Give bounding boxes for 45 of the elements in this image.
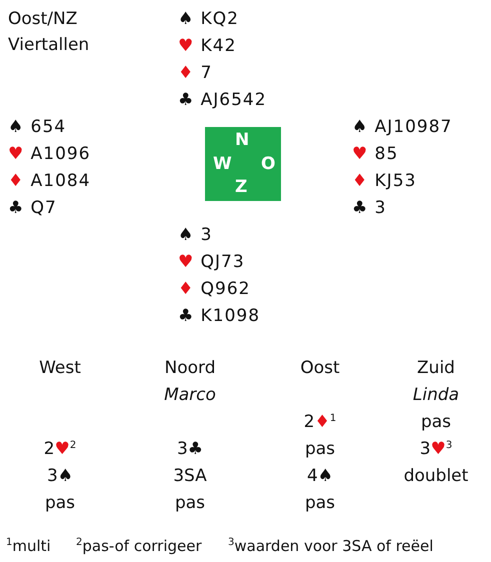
card-holding: ♦ A1084 (8, 170, 91, 192)
bid: 3♠ (46, 465, 74, 487)
bid: 2♦$^{1}$ (304, 411, 336, 433)
card-holding: ♠ 3 (178, 224, 212, 246)
compass-letter: O (261, 154, 276, 174)
compass-letter: N (235, 130, 250, 150)
card-holding: ♣ AJ6542 (178, 89, 267, 111)
card-holding: ♠ AJ10987 (352, 116, 452, 138)
heading-text: Viertallen (8, 34, 90, 56)
player-name: Linda (412, 384, 460, 406)
card-holding: ♥ QJ73 (178, 251, 245, 273)
bid: pas (174, 492, 206, 514)
bid: 2♥$^{2}$ (44, 438, 76, 460)
bid: pas (420, 411, 452, 433)
bid: doublet (404, 465, 468, 487)
footnote: $^{1}$multi (6, 536, 51, 557)
card-holding: ♦ 7 (178, 62, 212, 84)
column-header: Noord (164, 357, 216, 379)
card-holding: ♥ A1096 (8, 143, 91, 165)
card-holding: ♠ 654 (8, 116, 66, 138)
player-name: Marco (164, 384, 216, 406)
card-holding: ♥ K42 (178, 35, 236, 57)
card-holding: ♦ Q962 (178, 278, 250, 300)
bid: 3♥$^{3}$ (420, 438, 452, 460)
column-header: Oost (300, 357, 340, 379)
card-holding: ♣ 3 (352, 197, 386, 219)
card-holding: ♣ Q7 (8, 197, 57, 219)
card-holding: ♥ 85 (352, 143, 398, 165)
column-header: West (39, 357, 81, 379)
bid: pas (44, 492, 76, 514)
bid: pas (304, 438, 336, 460)
card-holding: ♣ K1098 (178, 305, 260, 327)
heading-text: Oost/NZ (8, 8, 78, 30)
compass-box (205, 127, 281, 201)
column-header: Zuid (417, 357, 455, 379)
card-holding: ♠ KQ2 (178, 8, 239, 30)
bid: 3SA (173, 465, 207, 487)
card-holding: ♦ KJ53 (352, 170, 416, 192)
bid: pas (304, 492, 336, 514)
bid: 3♣ (176, 438, 204, 460)
compass-letter: W (213, 154, 232, 174)
bid: 4♠ (306, 465, 334, 487)
compass-letter: Z (235, 177, 248, 197)
footnote: $^{3}$waarden voor 3SA of reëel (228, 536, 434, 557)
footnote: $^{2}$pas-of corrigeer (76, 536, 202, 557)
